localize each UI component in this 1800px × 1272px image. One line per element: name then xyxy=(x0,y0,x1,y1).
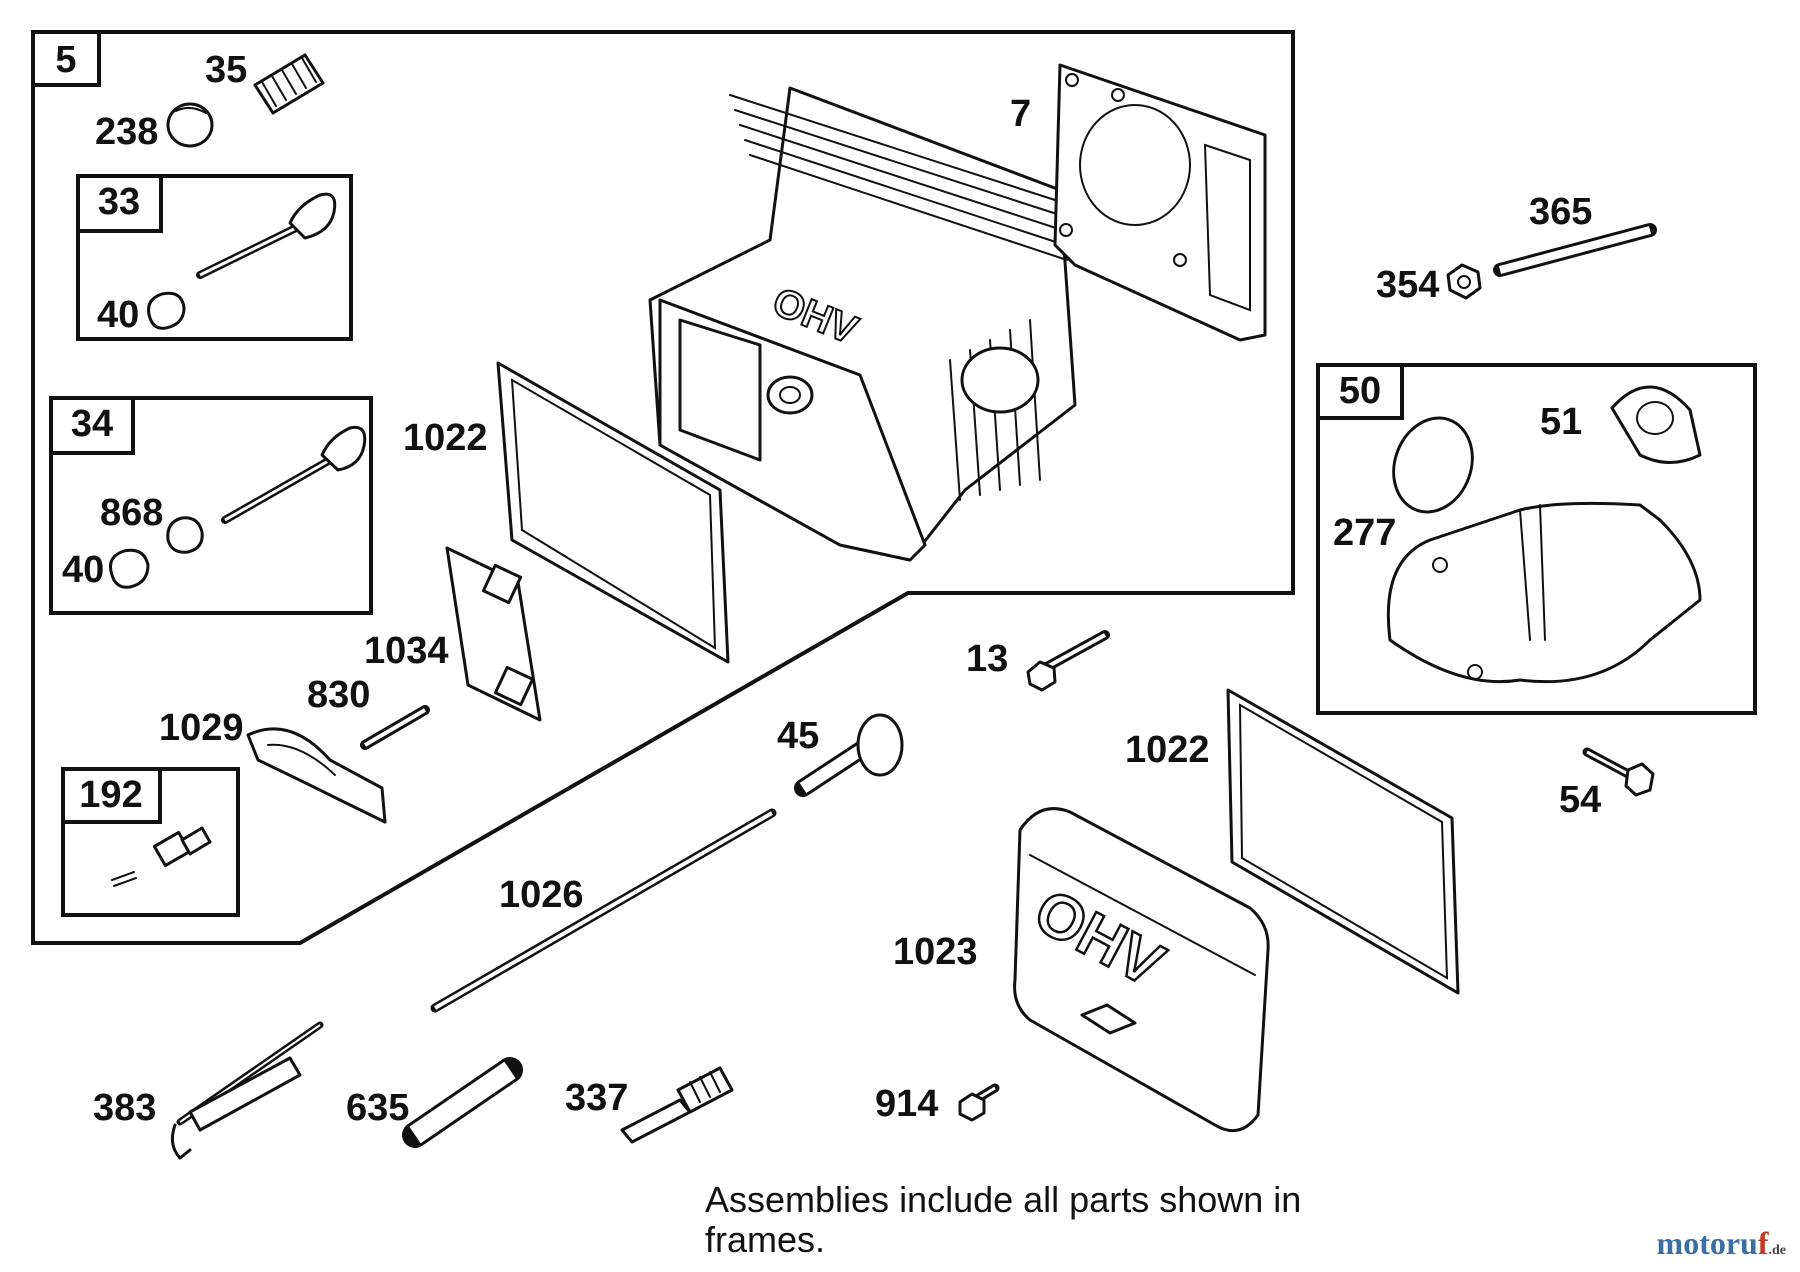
frame-34-outline xyxy=(49,396,373,615)
label-45: 45 xyxy=(777,715,819,757)
label-35: 35 xyxy=(205,49,247,91)
watermark-text-b: f xyxy=(1757,1225,1769,1261)
intake-elbow xyxy=(1386,501,1702,684)
watermark-logo: motoruf.de xyxy=(1657,1225,1786,1262)
watermark-text-a: motoru xyxy=(1656,1225,1758,1261)
label-54: 54 xyxy=(1559,779,1601,821)
frame-5-tag xyxy=(31,30,101,87)
frame-50-tag xyxy=(1316,363,1404,420)
frame-34-tag xyxy=(49,396,135,455)
sleeve-635 xyxy=(402,1057,523,1148)
label-635: 635 xyxy=(346,1087,409,1129)
rocker-gasket-1022-upper xyxy=(496,361,730,664)
label-13: 13 xyxy=(966,638,1008,680)
bolt-13 xyxy=(1026,630,1110,692)
frame-50-outline xyxy=(1316,363,1757,715)
breather-plate-1034 xyxy=(445,546,542,722)
frame-34-label: 34 xyxy=(71,403,113,445)
stud-365 xyxy=(1493,223,1657,277)
label-383: 383 xyxy=(93,1087,156,1129)
frame-33-label: 33 xyxy=(98,181,140,223)
label-1022-lower: 1022 xyxy=(1125,729,1210,771)
screw-914 xyxy=(958,1083,1000,1122)
label-40-exhaust: 40 xyxy=(62,549,104,591)
frame-5-outline xyxy=(31,30,1295,945)
label-868: 868 xyxy=(100,492,163,534)
label-1022-upper: 1022 xyxy=(403,417,488,459)
watermark-text-c: .de xyxy=(1768,1243,1787,1258)
label-1026: 1026 xyxy=(499,874,584,916)
label-830: 830 xyxy=(307,674,370,716)
label-277: 277 xyxy=(1333,512,1396,554)
label-51: 51 xyxy=(1540,401,1582,443)
frame-33-tag xyxy=(76,174,163,233)
label-365: 365 xyxy=(1529,191,1592,233)
assemblies-note: Assemblies include all parts shown in fr… xyxy=(705,1179,1302,1260)
valve-spring-35 xyxy=(253,53,325,115)
label-7: 7 xyxy=(1010,93,1031,135)
valve-33 xyxy=(147,192,337,330)
push-rod-1026 xyxy=(430,808,777,1013)
label-1034: 1034 xyxy=(364,630,449,672)
frame-5-label: 5 xyxy=(55,39,76,81)
valve-34 xyxy=(109,425,367,589)
label-238: 238 xyxy=(95,111,158,153)
frame-50-label: 50 xyxy=(1339,370,1381,412)
o-ring-277 xyxy=(1392,416,1474,514)
tool-383 xyxy=(170,1021,324,1160)
nut-354 xyxy=(1446,263,1482,300)
frame-192-tag xyxy=(61,767,162,824)
rocker-gasket-1022-lower xyxy=(1226,688,1460,995)
fitting-192 xyxy=(111,826,212,887)
rocker-arm-1029 xyxy=(246,727,387,824)
gasket-51 xyxy=(1610,385,1702,464)
label-354: 354 xyxy=(1376,264,1439,306)
label-337: 337 xyxy=(565,1077,628,1119)
head-gasket-7 xyxy=(1053,63,1267,342)
spark-plug-337 xyxy=(620,1066,734,1144)
bolt-54 xyxy=(1582,747,1655,797)
cylinder-head: OHV xyxy=(648,86,1077,562)
frame-192-label: 192 xyxy=(79,774,142,816)
label-1029: 1029 xyxy=(159,707,244,749)
stud-830 xyxy=(360,705,430,750)
push-rod-guide-45 xyxy=(794,713,904,797)
label-1023: 1023 xyxy=(893,931,978,973)
label-40-intake: 40 xyxy=(97,294,139,336)
label-914: 914 xyxy=(875,1083,938,1125)
valve-cap-238 xyxy=(166,102,214,148)
frame-33-outline xyxy=(76,174,353,341)
rocker-cover-1023: OHV xyxy=(1013,807,1270,1133)
